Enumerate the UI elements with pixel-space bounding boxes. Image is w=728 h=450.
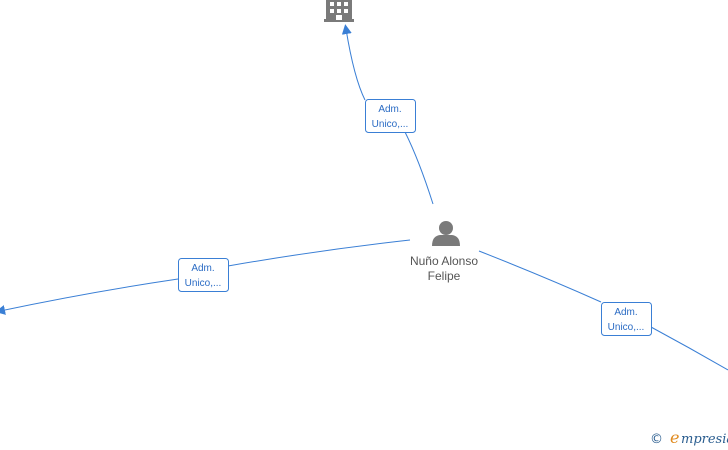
edge-label-line1: Adm. (614, 307, 637, 318)
edge-label-line1: Adm. (191, 263, 214, 274)
edge-to-left-offscreen (0, 239, 411, 311)
edge-label-company-top[interactable]: Adm. Unico,... (365, 99, 416, 133)
brand-initial: e (670, 428, 679, 447)
brand-name: mpresia (681, 432, 728, 447)
edge-to-right-offscreen (478, 250, 728, 371)
person-node[interactable]: Nuño Alonso Felipe (410, 221, 478, 283)
edge-label-line2: Unico,... (608, 322, 645, 333)
empresia-watermark: © e mpresia (650, 428, 728, 447)
edge-label-line2: Unico,... (372, 119, 409, 130)
building-icon[interactable] (324, 0, 354, 22)
copyright-symbol: © (650, 432, 663, 447)
person-icon (432, 221, 460, 246)
edge-label-left-offscreen[interactable]: Adm. Unico,... (178, 258, 229, 292)
edge-label-line2: Unico,... (185, 278, 222, 289)
edge-label-right-offscreen[interactable]: Adm. Unico,... (601, 302, 652, 336)
person-name-line2: Felipe (428, 269, 461, 283)
edge-label-line1: Adm. (378, 104, 401, 115)
edge-to-company-top (346, 29, 434, 205)
person-name-line1: Nuño Alonso (410, 254, 478, 268)
